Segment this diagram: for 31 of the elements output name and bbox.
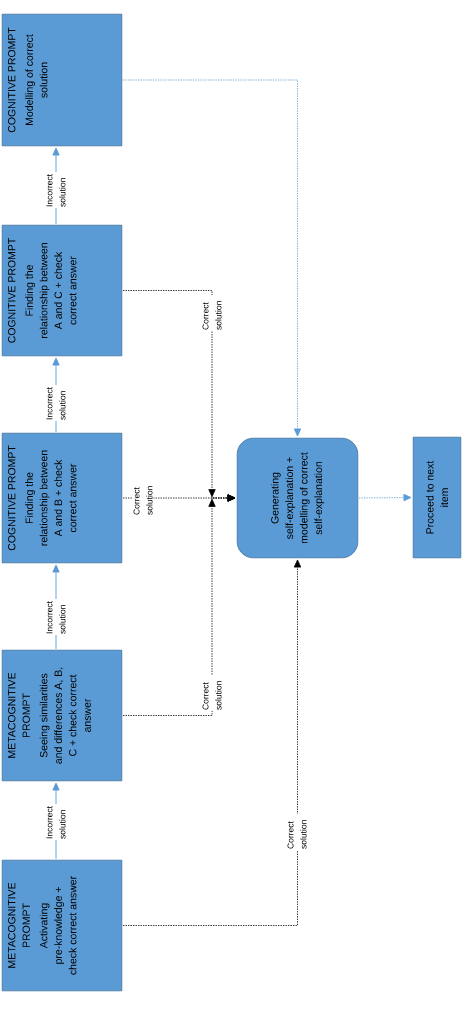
edge-label: Incorrect solution	[45, 804, 67, 840]
process-box	[412, 436, 462, 559]
process-box	[1, 224, 123, 357]
box-text: Generating self-explanation + modelling of correct self-explanation	[270, 452, 325, 544]
process-box	[1, 13, 123, 147]
box-heading: COGNITIVE PROMPT	[8, 237, 16, 343]
edge-label: Incorrect solution	[45, 385, 67, 421]
edge-label: Correct solution	[132, 480, 154, 516]
edge-label: Correct solution	[286, 814, 308, 850]
box-heading: METACOGNITIVE PROMPT	[8, 672, 30, 758]
box-text: Finding the relationship between A and C + check correct answer	[25, 243, 77, 338]
box-text: Finding the relationship between A and B + check correct answer	[25, 450, 77, 546]
arrow	[122, 290, 236, 502]
edge-label: Incorrect solution	[45, 172, 67, 208]
box-text: Activating pre-knowledge + check correct answer	[39, 876, 77, 975]
box-text: Seeing similarities and differences A, B, C + check correct answer	[39, 667, 91, 764]
process-box	[1, 859, 123, 992]
arrow	[122, 79, 302, 437]
box-text: Modelling of correct solution	[25, 34, 48, 125]
edge-label: Correct solution	[201, 675, 223, 711]
arrow	[122, 559, 302, 926]
process-box	[1, 432, 123, 564]
box-text: Proceed to next item	[425, 460, 449, 534]
rounded-box	[236, 437, 359, 559]
process-box	[1, 649, 123, 782]
edge-label: Incorrect solution	[45, 599, 67, 635]
box-heading: COGNITIVE PROMPT	[8, 445, 16, 551]
edge-label: Correct solution	[201, 295, 223, 331]
box-heading: METACOGNITIVE PROMPT	[8, 882, 30, 968]
arrow	[358, 493, 412, 502]
box-heading: COGNITIVE PROMPT	[8, 27, 16, 133]
